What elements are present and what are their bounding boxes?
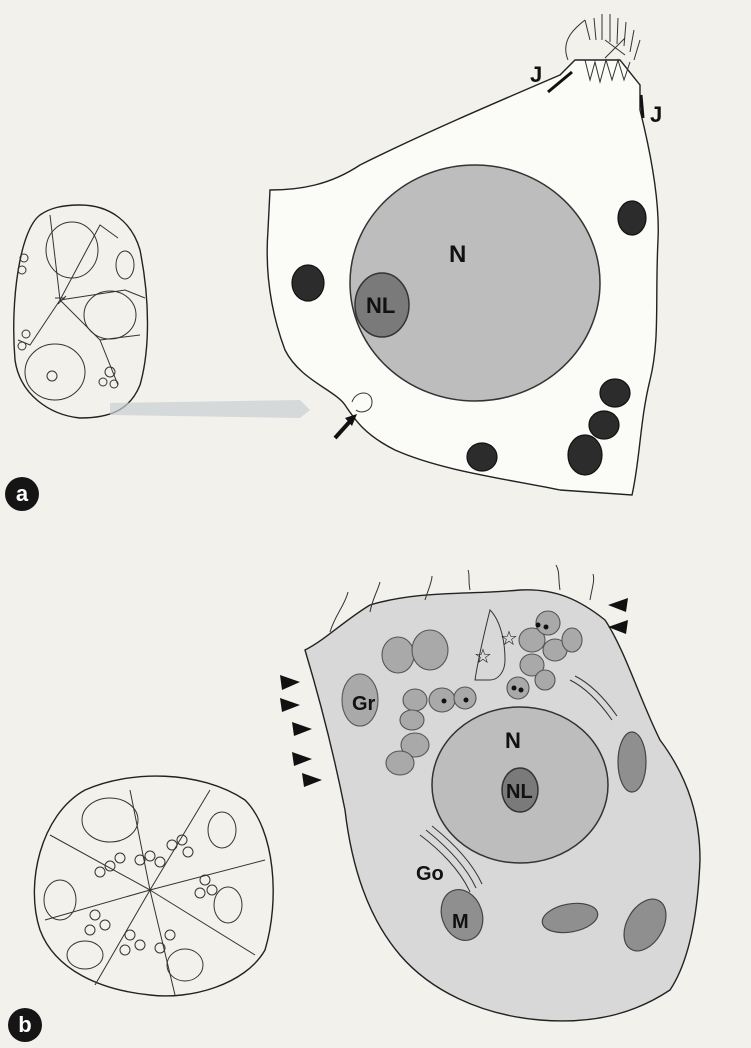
junction-arrowheads-left — [280, 675, 322, 787]
pointer-band-a — [110, 400, 310, 418]
granule-a-2 — [618, 201, 646, 235]
granule-b-3 — [412, 630, 448, 670]
label-granules-b: Gr — [352, 693, 376, 715]
label-nucleus-b: N — [505, 728, 521, 753]
granule-a-4 — [589, 411, 619, 439]
granule-a-6 — [467, 443, 497, 471]
panel-b-badge-text: b — [18, 1012, 31, 1037]
granule-b-8 — [386, 751, 414, 775]
star-marker-1: ☆ — [474, 646, 492, 668]
label-nucleus-a: N — [449, 241, 466, 268]
granule-b-2 — [382, 637, 414, 673]
granule-b-9 — [400, 710, 424, 730]
label-mitochondrion-b: M — [452, 911, 469, 933]
granule-a-3 — [600, 379, 630, 407]
panel-a: J J N NL a — [5, 14, 662, 511]
label-nucleolus-b: NL — [506, 781, 533, 803]
granule-b-15 — [535, 670, 555, 690]
mitochondrion-b-4 — [618, 732, 646, 792]
label-junction-right: J — [650, 102, 662, 127]
label-golgi-b: Go — [416, 863, 444, 885]
granule-b-16 — [562, 628, 582, 652]
cell-a: J J N NL — [267, 14, 662, 495]
acinus-schematic-a — [14, 205, 148, 418]
star-marker-2: ☆ — [500, 628, 518, 650]
panel-b-badge: b — [8, 1008, 42, 1042]
cell-b: N NL — [280, 565, 700, 1021]
panel-b: N NL — [8, 565, 700, 1042]
label-junction-top: J — [530, 62, 542, 87]
granule-a-1 — [292, 265, 324, 301]
panel-a-badge-text: a — [16, 481, 29, 506]
granule-b-4 — [403, 689, 427, 711]
label-nucleolus-a: NL — [366, 293, 395, 318]
granule-b-14 — [507, 677, 529, 699]
panel-a-badge: a — [5, 477, 39, 511]
junction-marker-right — [641, 95, 643, 118]
granule-b-11 — [536, 611, 560, 635]
acinus-schematic-b — [34, 776, 273, 996]
granule-a-5 — [568, 435, 602, 475]
